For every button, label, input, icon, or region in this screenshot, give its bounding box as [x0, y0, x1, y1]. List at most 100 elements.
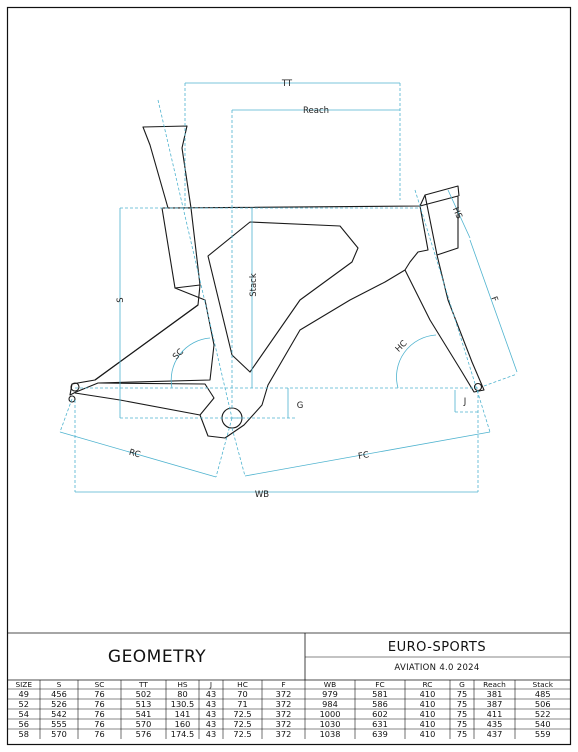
table-cell: 522: [535, 709, 551, 719]
table-cell: 372: [276, 719, 292, 729]
table-cell: 70: [237, 689, 247, 699]
table-cell: 372: [276, 699, 292, 709]
seat-tube-axis: [157, 99, 233, 419]
table-cell: 410: [420, 709, 436, 719]
table-cell: 372: [276, 689, 292, 699]
table-cell: 72.5: [233, 729, 251, 739]
table-cell: 979: [322, 689, 338, 699]
table-cell: 372: [276, 729, 292, 739]
seat-stay: [69, 284, 215, 396]
table-cell: 435: [487, 719, 503, 729]
seat-tube: [161, 207, 201, 289]
steering-axis: [414, 189, 491, 433]
table-cell: 76: [94, 719, 104, 729]
table-cell: 576: [136, 729, 152, 739]
table-cell: 76: [94, 689, 104, 699]
main-triangle-window: [207, 221, 359, 373]
sheet-border: [6, 6, 572, 746]
table-cell: 130.5: [171, 699, 194, 709]
table-cell: 381: [487, 689, 503, 699]
down-tube: [74, 269, 406, 439]
table-cell: 75: [457, 709, 467, 719]
label-rc: RC: [128, 448, 142, 461]
head-tube-and-fork: [404, 195, 485, 393]
table-cell: 75: [457, 719, 467, 729]
fc-line: [244, 431, 491, 477]
label-j: J: [463, 397, 467, 407]
table-cell: 43: [206, 709, 216, 719]
table-cell: 387: [487, 699, 503, 709]
table-cell: 372: [276, 709, 292, 719]
table-cell: 76: [94, 699, 104, 709]
table-cell: 631: [372, 719, 388, 729]
table-cell: 410: [420, 689, 436, 699]
f-ext: [483, 373, 518, 387]
table-cell: 1030: [320, 719, 341, 729]
table-cell: 437: [487, 729, 503, 739]
table-cell: 174.5: [171, 729, 194, 739]
hs-line: [447, 189, 471, 239]
table-header-cell: SC: [95, 680, 105, 689]
label-hc: HC: [394, 339, 410, 355]
rc-ext-left: [59, 398, 73, 433]
table-cell: 541: [136, 709, 152, 719]
table-cell: 160: [175, 719, 191, 729]
table-cell: 506: [535, 699, 551, 709]
label-stack: Stack: [249, 273, 259, 297]
label-f: F: [488, 295, 499, 303]
table-cell: 456: [51, 689, 67, 699]
rear-dropout: [70, 382, 80, 392]
brand-name: EURO-SPORTS: [388, 640, 486, 655]
table-cell: 72.5: [233, 709, 251, 719]
table-cell: 71: [237, 699, 247, 709]
table-cell: 581: [372, 689, 388, 699]
table-cell: 411: [487, 709, 503, 719]
table-header-cell: RC: [423, 680, 433, 689]
table-cell: 410: [420, 699, 436, 709]
seat-post: [142, 125, 192, 209]
table-cell: 141: [175, 709, 191, 719]
sc-arc: [170, 337, 211, 389]
bike-frame: [68, 125, 485, 439]
top-tube: [161, 185, 460, 209]
table-header-cell: S: [57, 680, 62, 689]
table-cell: 43: [206, 689, 216, 699]
head-tube-edge: [424, 194, 438, 256]
table-cell: 410: [420, 719, 436, 729]
table-header-cell: Stack: [533, 680, 554, 689]
table-cell: 1000: [320, 709, 341, 719]
model-name: AVIATION 4.0 2024: [394, 663, 479, 673]
table-cell: 602: [372, 709, 388, 719]
table-cell: 43: [206, 719, 216, 729]
table-cell: 43: [206, 729, 216, 739]
table-cell: 570: [51, 729, 67, 739]
table-header-cell: HC: [237, 680, 248, 689]
table-cell: 555: [51, 719, 67, 729]
label-wb: WB: [255, 490, 269, 500]
table-cell: 540: [535, 719, 551, 729]
table-header-cell: G: [459, 680, 465, 689]
table-header-cell: SIZE: [15, 680, 32, 689]
f-line: [469, 239, 518, 373]
label-fc: FC: [357, 450, 369, 462]
rear-axle: [68, 395, 76, 403]
label-hs: HS: [450, 206, 464, 221]
table-cell: 76: [94, 729, 104, 739]
table-cell: 639: [372, 729, 388, 739]
table-cell: 1038: [320, 729, 341, 739]
table-cell: 54: [19, 709, 29, 719]
table-cell: 513: [136, 699, 152, 709]
dimension-lines: [59, 82, 518, 493]
label-s: S: [116, 297, 126, 302]
table-header-cell: HS: [177, 680, 188, 689]
table-cell: 49: [19, 689, 29, 699]
table-cell: 559: [535, 729, 551, 739]
rc-ext-right: [215, 417, 233, 478]
label-reach: Reach: [303, 106, 329, 116]
table-cell: 76: [94, 709, 104, 719]
geometry-title: GEOMETRY: [108, 647, 206, 667]
table-cell: 570: [136, 719, 152, 729]
